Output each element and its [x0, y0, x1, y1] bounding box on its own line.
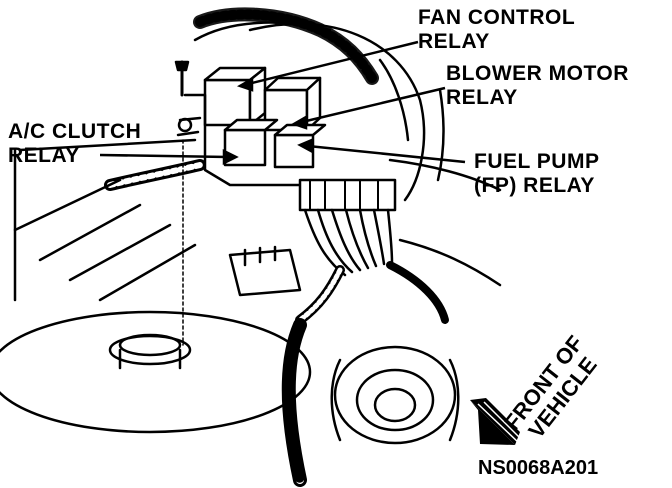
fan-control-leader [247, 40, 419, 86]
ac-clutch-relay-label: A/C CLUTCH RELAY [8, 120, 141, 168]
blower-motor-relay-label: BLOWER MOTOR RELAY [446, 62, 629, 110]
fan-control-relay-label: FAN CONTROL RELAY [418, 6, 575, 54]
fan-control-label-line1: FAN CONTROL [418, 6, 576, 29]
fuel-pump-relay-body [273, 133, 315, 169]
fuel-pump-relay-label: FUEL PUMP (FP) RELAY [474, 150, 599, 198]
ac-clutch-leader [99, 153, 229, 159]
fuel-pump-label-line2: (FP) RELAY [474, 174, 595, 197]
fan-control-label-line2: RELAY [418, 30, 490, 53]
fuel-pump-label-line1: FUEL PUMP [474, 150, 600, 173]
figure-code: NS0068A201 [478, 457, 599, 479]
blower-motor-label-line2: RELAY [446, 86, 518, 109]
blower-motor-leader [301, 86, 446, 124]
ac-clutch-label-line1: A/C CLUTCH [8, 120, 142, 143]
connector-block [298, 178, 397, 212]
ac-clutch-label-line2: RELAY [8, 144, 80, 167]
blower-motor-label-line1: BLOWER MOTOR [446, 62, 629, 85]
fuel-pump-leader [307, 144, 466, 164]
front-arrow-icon [470, 398, 521, 445]
